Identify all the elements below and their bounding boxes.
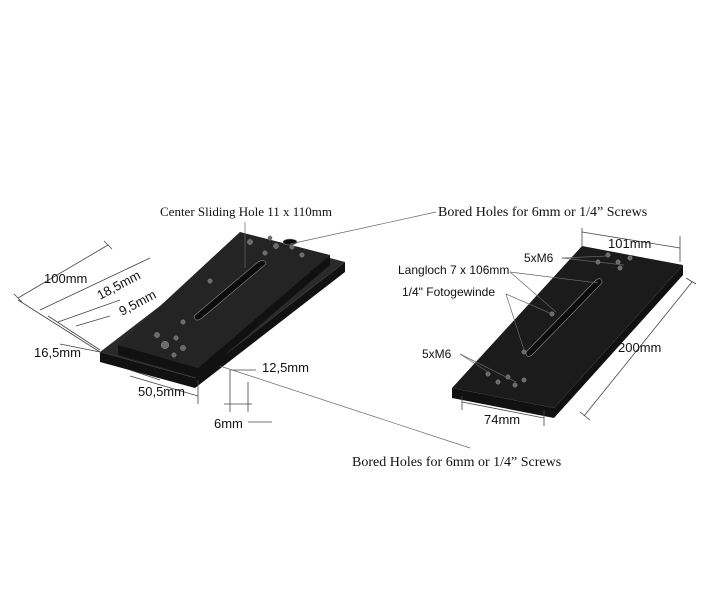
hole xyxy=(605,252,611,258)
left-plate-dimension-lines xyxy=(13,240,272,423)
right-plate xyxy=(452,246,683,418)
right-plate-top xyxy=(452,246,683,408)
hole xyxy=(273,243,279,249)
bottom-holes-leader xyxy=(219,365,471,449)
right-plate-slot xyxy=(525,278,603,357)
dim-6mm: 6mm xyxy=(214,416,243,431)
dim-74mm: 74mm xyxy=(484,412,520,427)
hole xyxy=(267,235,273,241)
dim-50-5mm: 50,5mm xyxy=(138,384,185,399)
right-plate-side xyxy=(452,388,554,418)
hole xyxy=(160,341,169,350)
hole xyxy=(512,382,518,388)
hole xyxy=(299,252,305,258)
left-plate-top-side xyxy=(118,345,198,378)
hole xyxy=(521,377,527,383)
callout-top-holes: Bored Holes for 6mm or 1/4” Screws xyxy=(438,205,647,220)
dim-101mm: 101mm xyxy=(608,236,651,251)
callout-5xm6-top: 5xM6 xyxy=(524,251,554,265)
hole xyxy=(289,244,295,250)
small-slot xyxy=(282,238,298,246)
hole xyxy=(171,352,177,358)
hole xyxy=(627,255,633,261)
hole xyxy=(180,345,186,351)
left-plate-top-front xyxy=(198,255,330,378)
right-plate-front xyxy=(554,265,683,418)
callout-langloch: Langloch 7 x 106mm xyxy=(398,263,509,277)
hole xyxy=(615,259,621,265)
dim-100mm: 100mm xyxy=(44,271,87,286)
callout-center-slot: Center Sliding Hole 11 x 110mm xyxy=(160,204,332,219)
callout-fotogewinde: 1/4" Fotogewinde xyxy=(402,285,495,299)
callout-bottom-holes: Bored Holes for 6mm or 1/4” Screws xyxy=(352,455,561,470)
hole xyxy=(617,265,623,271)
right-plate-leaders xyxy=(459,255,625,383)
left-plate-center-slot xyxy=(193,260,267,321)
left-plate xyxy=(100,232,345,388)
left-plate-holes xyxy=(154,235,305,358)
hole xyxy=(485,371,491,377)
left-plate-base-side xyxy=(100,352,195,388)
hole xyxy=(180,319,186,325)
top-holes-leader xyxy=(289,211,437,245)
hole xyxy=(207,278,213,284)
hole xyxy=(521,349,527,355)
dim-12-5mm: 12,5mm xyxy=(262,360,309,375)
hole xyxy=(495,379,501,385)
right-plate-dimension-lines xyxy=(461,228,697,426)
dim-200mm: 200mm xyxy=(618,340,661,355)
left-plate-base-front xyxy=(195,262,345,388)
hole xyxy=(173,335,179,341)
hole xyxy=(154,332,160,338)
left-plate-top-face xyxy=(118,232,330,368)
callout-5xm6-bottom: 5xM6 xyxy=(422,347,452,361)
hole xyxy=(262,250,268,256)
hole xyxy=(247,239,253,245)
dim-16-5mm: 16,5mm xyxy=(34,345,81,360)
